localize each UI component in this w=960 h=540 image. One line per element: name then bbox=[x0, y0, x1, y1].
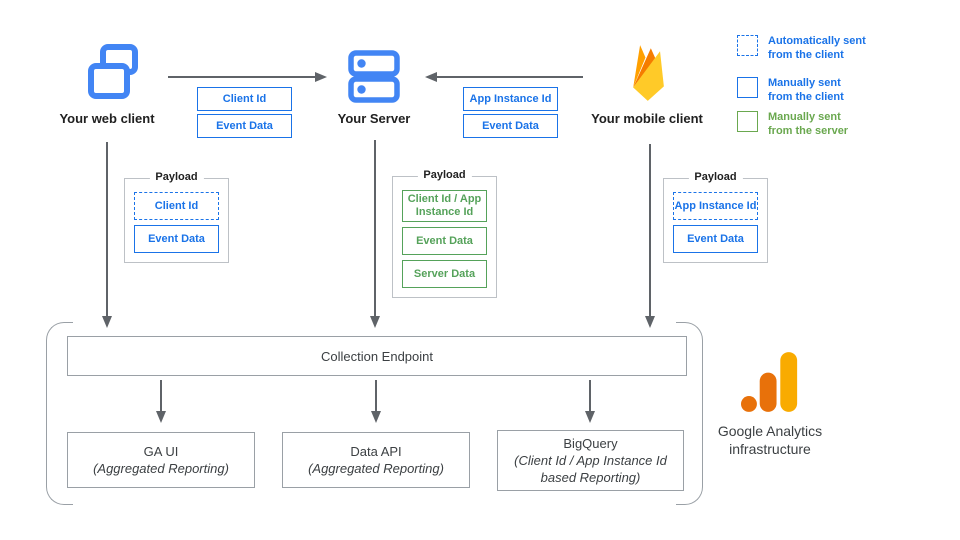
firebase-icon bbox=[633, 45, 664, 101]
legend-label-manual-server: Manually sent from the server bbox=[768, 111, 849, 137]
infrastructure-bracket-left bbox=[46, 322, 73, 505]
data-api-name: Data API bbox=[350, 444, 402, 459]
payload-item-app-instance-id: App Instance Id bbox=[673, 192, 758, 220]
server-icon bbox=[348, 50, 400, 103]
data-api-box: Data API (Aggregated Reporting) bbox=[282, 432, 470, 488]
payload-title: Payload bbox=[688, 171, 743, 183]
payload-box-mobile-client: Payload App Instance Id Event Data bbox=[663, 171, 768, 263]
collection-endpoint-box: Collection Endpoint bbox=[67, 336, 687, 376]
payload-item-event-data: Event Data bbox=[134, 225, 219, 253]
google-analytics-caption: Google Analytics infrastructure bbox=[717, 423, 823, 457]
payload-item-server-data: Server Data bbox=[402, 260, 487, 288]
google-analytics-infrastructure: Google Analytics infrastructure bbox=[698, 350, 842, 458]
param-event-data-web: Event Data bbox=[197, 114, 292, 138]
ga-ui-description: (Aggregated Reporting) bbox=[93, 461, 229, 476]
payload-box-web-client: Payload Client Id Event Data bbox=[124, 171, 229, 263]
data-api-description: (Aggregated Reporting) bbox=[308, 461, 444, 476]
server-label: Your Server bbox=[337, 111, 411, 126]
payload-title: Payload bbox=[149, 171, 204, 183]
google-analytics-icon bbox=[741, 352, 798, 412]
payload-item-event-data: Event Data bbox=[402, 227, 487, 255]
legend-label-auto-client: Automatically sent from the client bbox=[768, 35, 866, 61]
ga-ui-box: GA UI (Aggregated Reporting) bbox=[67, 432, 255, 488]
payload-item-client-or-app-instance-id: Client Id / App Instance Id bbox=[402, 190, 487, 222]
bigquery-name: BigQuery bbox=[563, 436, 618, 451]
legend-swatch-manual-client bbox=[737, 77, 758, 98]
param-event-data-mobile: Event Data bbox=[463, 114, 558, 138]
ga-ui-name: GA UI bbox=[143, 444, 179, 459]
web-client-label: Your web client bbox=[59, 111, 155, 126]
param-app-instance-id: App Instance Id bbox=[463, 87, 558, 111]
legend-label-manual-client: Manually sent from the client bbox=[768, 77, 844, 103]
payload-item-event-data: Event Data bbox=[673, 225, 758, 253]
payload-item-client-id: Client Id bbox=[134, 192, 219, 220]
legend-swatch-manual-server bbox=[737, 111, 758, 132]
payload-box-server: Payload Client Id / App Instance Id Even… bbox=[392, 169, 497, 298]
mobile-client-label: Your mobile client bbox=[591, 111, 703, 126]
param-client-id: Client Id bbox=[197, 87, 292, 111]
bigquery-description: (Client Id / App Instance Id based Repor… bbox=[514, 453, 667, 485]
collection-endpoint-label: Collection Endpoint bbox=[320, 348, 434, 364]
bigquery-box: BigQuery (Client Id / App Instance Id ba… bbox=[497, 430, 684, 491]
legend-swatch-auto-client bbox=[737, 35, 758, 56]
browser-windows-icon bbox=[88, 44, 138, 99]
payload-title: Payload bbox=[417, 169, 472, 181]
